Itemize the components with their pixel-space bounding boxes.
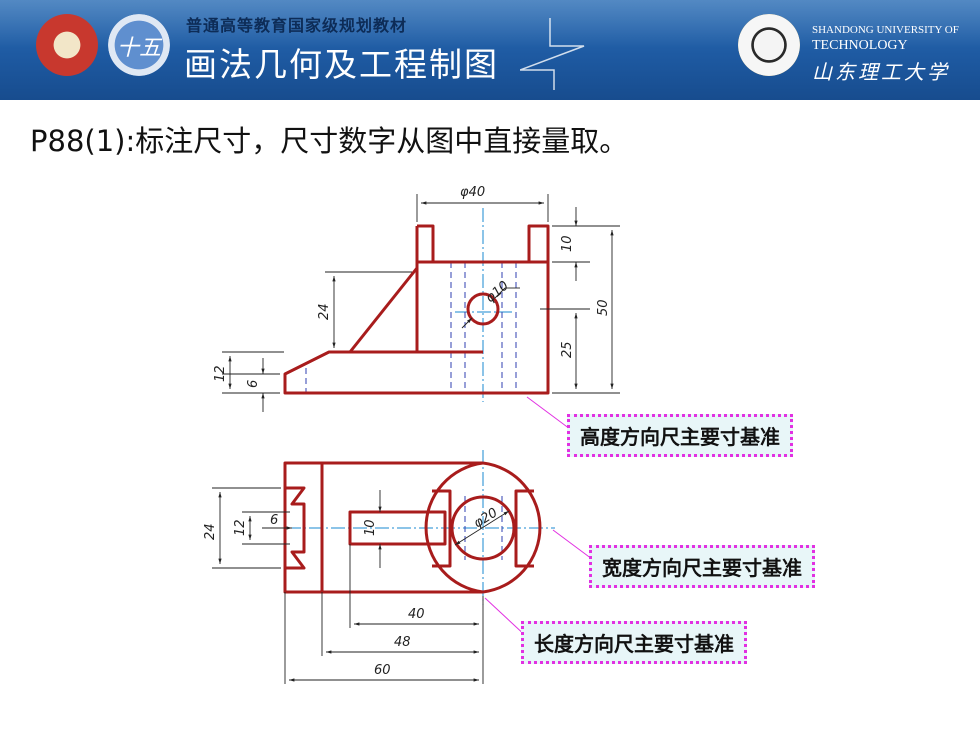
- school-emblem-icon: [36, 14, 98, 76]
- dim-6-top: 6: [270, 513, 278, 528]
- header-banner: 十五 普通高等教育国家级规划教材 画法几何及工程制图 SHANDONG UNIV…: [0, 0, 980, 100]
- dim-50: 50: [596, 299, 611, 316]
- dim-25: 25: [560, 341, 575, 358]
- dim-12-front: 12: [213, 365, 228, 382]
- banner-title: 画法几何及工程制图: [184, 45, 499, 84]
- top-view-outline: [283, 461, 542, 594]
- dim-24-top: 24: [203, 523, 218, 540]
- front-view: φ40 10 50 φ10 24 25 12 6: [213, 185, 620, 412]
- dim-60: 60: [374, 663, 391, 678]
- front-view-center-lines: [455, 208, 512, 402]
- datum-leaders: [484, 396, 597, 639]
- dim-phi40: φ40: [460, 185, 485, 200]
- dim-6-front: 6: [246, 380, 261, 388]
- exercise-heading: P88(1):标注尺寸，尺寸数字从图中直接量取。: [30, 124, 629, 158]
- dim-phi20: φ20: [471, 505, 500, 531]
- dim-phi10: φ10: [483, 278, 512, 306]
- dim-24-front: 24: [317, 303, 332, 320]
- banner-subtitle: 普通高等教育国家级规划教材: [186, 16, 408, 35]
- dim-40-length: 40: [408, 607, 425, 622]
- university-en-line1: SHANDONG UNIVERSITY OF: [812, 24, 959, 36]
- dim-48: 48: [394, 635, 411, 650]
- top-view-dimension-lines: [212, 487, 510, 684]
- dim-10-slot: 10: [363, 519, 378, 536]
- tenth-five-year-plan-icon: 十五: [108, 14, 170, 76]
- top-view: 24 12 6 10 φ20 40 48 60: [203, 450, 555, 684]
- front-view-outline: [283, 224, 550, 395]
- dim-12-top: 12: [233, 519, 248, 536]
- banner-zigzag-icon: [520, 18, 585, 90]
- university-cn: 山东理工大学: [812, 60, 950, 84]
- university-logo-icon: [738, 14, 800, 76]
- length-datum-tag: 长度方向尺主要寸基准: [521, 621, 747, 664]
- dim-10-top: 10: [560, 235, 575, 252]
- width-datum-tag: 宽度方向尺主要寸基准: [589, 545, 815, 588]
- university-en-line2: TECHNOLOGY: [812, 38, 908, 53]
- front-view-hidden-lines: [305, 262, 517, 393]
- logo2-text: 十五: [116, 36, 161, 61]
- height-datum-tag: 高度方向尺主要寸基准: [567, 414, 793, 457]
- front-view-dimension-lines: [222, 194, 620, 412]
